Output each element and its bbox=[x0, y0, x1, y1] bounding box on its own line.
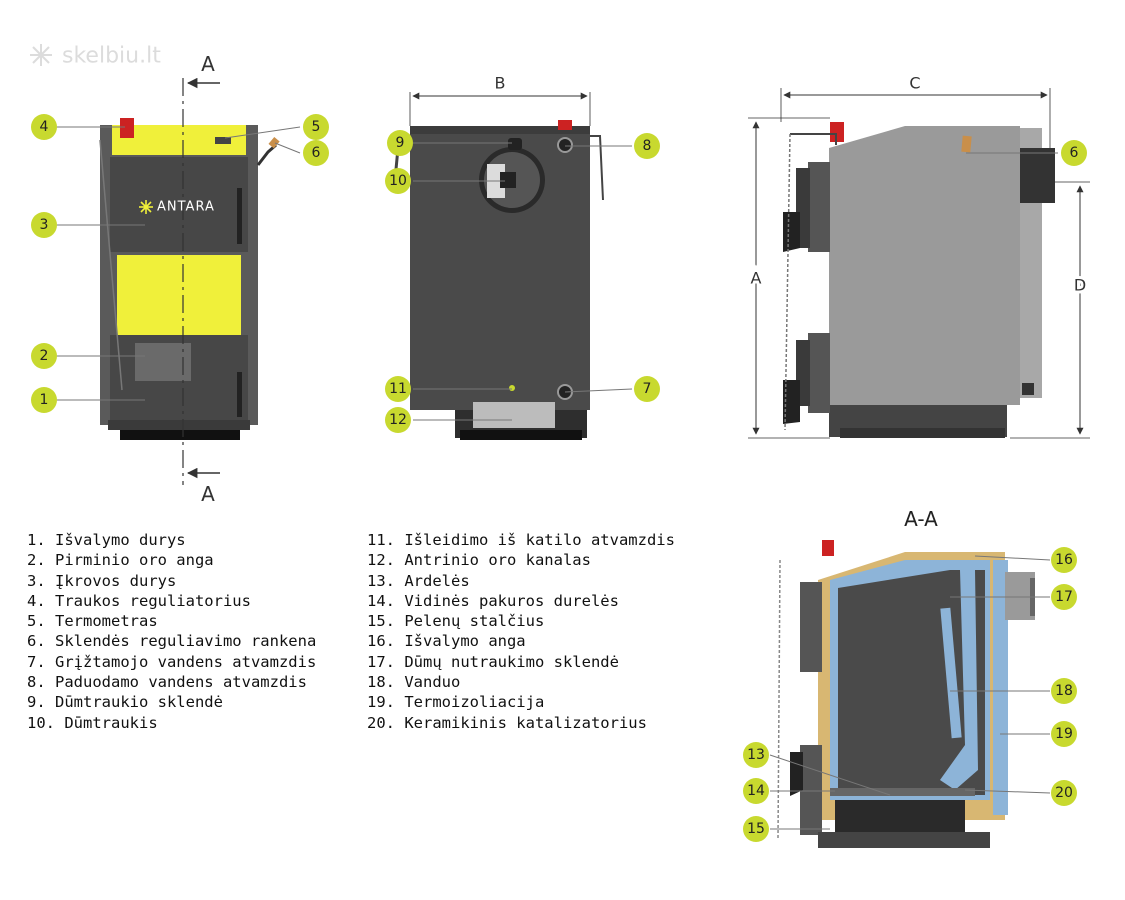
svg-text:6: 6 bbox=[1070, 145, 1079, 161]
callout-badge: 3 bbox=[31, 212, 57, 238]
svg-text:20: 20 bbox=[1055, 785, 1073, 801]
legend-item: 13. Ardelės bbox=[367, 571, 470, 590]
callout-badge: 13 bbox=[743, 742, 769, 768]
callout-badge: 20 bbox=[1051, 780, 1077, 806]
watermark-text: skelbiu.lt bbox=[62, 44, 161, 69]
svg-text:10: 10 bbox=[389, 173, 407, 189]
callout-badge: 9 bbox=[387, 130, 413, 156]
svg-text:1: 1 bbox=[40, 392, 49, 408]
svg-text:3: 3 bbox=[40, 217, 49, 233]
brand-label: ANTARA bbox=[157, 200, 215, 215]
callout-badge: 7 bbox=[634, 376, 660, 402]
section-view bbox=[777, 540, 1035, 848]
supply-pipe-icon bbox=[557, 137, 573, 153]
legend-item: 9. Dūmtraukio sklendė bbox=[27, 693, 223, 712]
svg-text:5: 5 bbox=[312, 119, 321, 135]
callout-badge: 16 bbox=[1051, 547, 1077, 573]
legend-item: 5. Termometras bbox=[27, 612, 158, 631]
callout-badge: 1 bbox=[31, 387, 57, 413]
damper-handle-icon bbox=[256, 143, 277, 166]
legend-item: 12. Antrinio oro kanalas bbox=[367, 551, 591, 570]
section-title: A-A bbox=[904, 507, 938, 531]
leader-lines bbox=[57, 126, 1058, 830]
legend-item: 11. Išleidimo iš katilo atvamzdis bbox=[367, 531, 675, 549]
svg-text:12: 12 bbox=[389, 412, 407, 428]
svg-text:14: 14 bbox=[747, 783, 765, 799]
legend-item: 20. Keramikinis katalizatorius bbox=[367, 713, 647, 732]
callout-badge: 6 bbox=[303, 140, 329, 166]
section-line: A A bbox=[182, 52, 220, 506]
rear-view bbox=[393, 120, 604, 440]
side-view bbox=[783, 122, 1055, 438]
svg-text:18: 18 bbox=[1055, 683, 1073, 699]
svg-text:13: 13 bbox=[747, 747, 765, 763]
callout-badge: 4 bbox=[31, 114, 57, 140]
callout-badges: 4 5 6 3 2 1 9 8 10 11 7 12 6 16 17 18 19… bbox=[31, 114, 1087, 842]
dimension-a: A bbox=[748, 117, 830, 439]
callout-badge: 8 bbox=[634, 133, 660, 159]
callout-badge: 18 bbox=[1051, 678, 1077, 704]
section-marker-bottom: A bbox=[201, 482, 215, 506]
legend-item: 7. Grįžtamojo vandens atvamzdis bbox=[27, 652, 317, 671]
callout-badge: 10 bbox=[385, 168, 411, 194]
svg-text:2: 2 bbox=[40, 348, 49, 364]
callout-badge: 17 bbox=[1051, 584, 1077, 610]
legend-item: 3. Įkrovos durys bbox=[27, 571, 177, 590]
svg-text:16: 16 bbox=[1055, 552, 1073, 568]
svg-text:19: 19 bbox=[1055, 726, 1073, 742]
draft-regulator-icon bbox=[120, 118, 134, 138]
legend-item: 10. Dūmtraukis bbox=[27, 713, 158, 732]
watermark: skelbiu.lt bbox=[30, 44, 161, 69]
secondary-air-channel bbox=[473, 402, 555, 428]
loading-door bbox=[110, 157, 248, 252]
svg-text:11: 11 bbox=[389, 381, 407, 397]
legend-item: 8. Paduodamo vandens atvamzdis bbox=[27, 673, 307, 692]
svg-text:17: 17 bbox=[1055, 589, 1073, 605]
callout-badge: 11 bbox=[385, 376, 411, 402]
dimension-b: B bbox=[409, 74, 591, 126]
legend-item: 19. Termoizoliacija bbox=[367, 693, 545, 712]
dimension-d: D bbox=[1010, 181, 1090, 439]
callout-badge: 2 bbox=[31, 343, 57, 369]
callout-badge: 15 bbox=[743, 816, 769, 842]
grate bbox=[830, 788, 975, 796]
sun-logo-icon bbox=[139, 200, 153, 214]
callout-badge: 5 bbox=[303, 114, 329, 140]
svg-text:8: 8 bbox=[643, 138, 652, 154]
svg-text:6: 6 bbox=[312, 145, 321, 161]
ash-drawer bbox=[835, 800, 965, 832]
dimension-a-label: A bbox=[751, 269, 762, 288]
legend-item: 15. Pelenų stalčius bbox=[367, 612, 545, 631]
legend-item: 2. Pirminio oro anga bbox=[27, 551, 214, 570]
legend-item: 1. Išvalymo durys bbox=[27, 531, 186, 549]
dimension-b-label: B bbox=[495, 74, 506, 93]
legend-item: 17. Dūmų nutraukimo sklendė bbox=[367, 652, 619, 671]
dimension-d-label: D bbox=[1074, 276, 1086, 295]
legend-left: 1. Išvalymo durys 2. Pirminio oro anga 3… bbox=[27, 530, 316, 733]
section-marker-top: A bbox=[201, 52, 215, 76]
callout-badge: 14 bbox=[743, 778, 769, 804]
callout-badge: 12 bbox=[385, 407, 411, 433]
callout-badge: 19 bbox=[1051, 721, 1077, 747]
dimension-c-label: C bbox=[909, 74, 920, 93]
legend-item: 6. Sklendės reguliavimo rankena bbox=[27, 632, 317, 651]
callout-badge: 6 bbox=[1061, 140, 1087, 166]
water-channel bbox=[940, 570, 978, 790]
dimension-c: C bbox=[780, 74, 1051, 148]
svg-text:7: 7 bbox=[643, 381, 652, 397]
side-flue-pipe bbox=[1020, 148, 1055, 203]
primary-air-opening bbox=[135, 343, 191, 381]
svg-text:4: 4 bbox=[40, 119, 49, 135]
legend-right: 11. Išleidimo iš katilo atvamzdis 12. An… bbox=[367, 530, 675, 733]
legend-item: 16. Išvalymo anga bbox=[367, 632, 526, 651]
legend-item: 18. Vanduo bbox=[367, 673, 461, 692]
svg-text:15: 15 bbox=[747, 821, 765, 837]
legend-item: 4. Traukos reguliatorius bbox=[27, 591, 251, 610]
snowflake-icon bbox=[30, 44, 52, 66]
front-view: ANTARA bbox=[99, 118, 280, 440]
svg-text:9: 9 bbox=[396, 135, 405, 151]
legend-item: 14. Vidinės pakuros durelės bbox=[367, 591, 619, 610]
